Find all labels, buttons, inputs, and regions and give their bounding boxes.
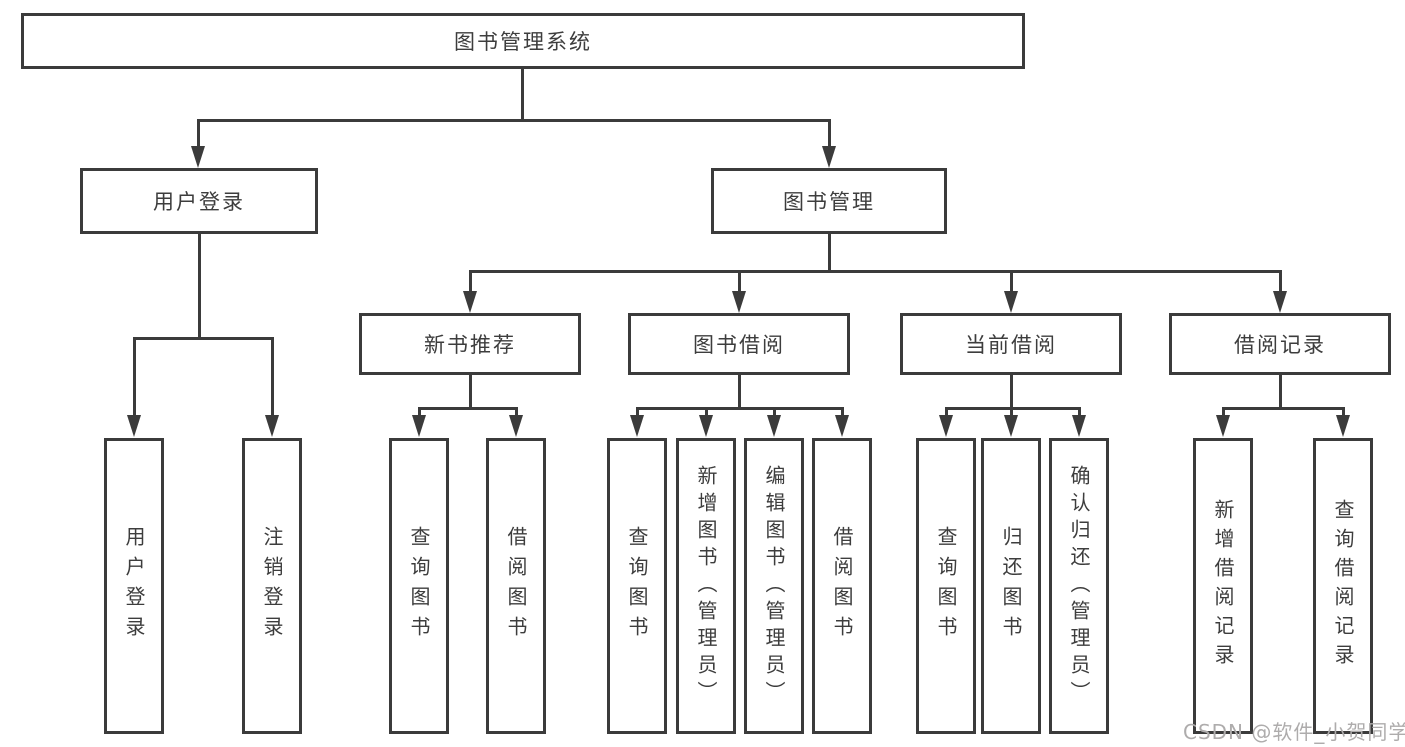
node-new-book-recommend-label: 新书推荐 [424,333,516,357]
connector-borrow-drop-4 [841,407,844,417]
leaf-borrow-book-2-label: 借阅图书 [830,526,854,646]
leaf-query-borrow-record-label: 查询借阅记录 [1331,499,1355,673]
arrowhead-to-records [1273,291,1287,313]
leaf-borrow-book-1: 借阅图书 [486,438,546,734]
leaf-query-book-1-label: 查询图书 [407,526,431,646]
connector-current-drop-2 [1010,407,1013,417]
arrowhead-leaf-logout [265,415,279,437]
leaf-user-login: 用户登录 [104,438,164,734]
node-root: 图书管理系统 [21,13,1025,69]
leaf-borrow-book-2: 借阅图书 [812,438,872,734]
arrowhead-newbook-leaf-2 [509,415,523,437]
connector-newbook-drop-1 [418,407,421,417]
connector-userlogin-rail [133,337,274,340]
arrowhead-borrow-leaf-3 [767,415,781,437]
connector-root-drop-left [197,119,200,147]
leaf-edit-book-admin: 编辑图书（管理员） [744,438,804,734]
connector-records-drop-1 [1222,407,1225,417]
connector-userlogin-stem [198,234,201,337]
connector-records-drop-2 [1342,407,1345,417]
connector-borrow-drop-1 [636,407,639,417]
node-book-borrow-label: 图书借阅 [693,333,785,357]
arrowhead-to-borrow [732,291,746,313]
arrowhead-records-leaf-1 [1216,415,1230,437]
leaf-confirm-return-admin-label: 确认归还（管理员） [1067,464,1091,708]
leaf-edit-book-admin-label: 编辑图书（管理员） [762,464,786,708]
connector-newbook-stem [469,375,472,407]
connector-root-stem [521,69,524,119]
leaf-logout: 注销登录 [242,438,302,734]
connector-bookmgmt-drop-2 [738,270,741,291]
leaf-query-borrow-record: 查询借阅记录 [1313,438,1373,734]
arrowhead-to-current [1004,291,1018,313]
arrowhead-to-newbook [463,291,477,313]
arrowhead-records-leaf-2 [1336,415,1350,437]
arrowhead-borrow-leaf-2 [699,415,713,437]
connector-current-drop-3 [1078,407,1081,417]
arrowhead-borrow-leaf-1 [630,415,644,437]
connector-bookmgmt-stem [828,234,831,270]
arrowhead-current-leaf-3 [1072,415,1086,437]
leaf-add-borrow-record-label: 新增借阅记录 [1211,499,1235,673]
node-user-login-label: 用户登录 [153,190,245,214]
node-current-borrow: 当前借阅 [900,313,1122,375]
connector-borrow-rail [636,407,843,410]
node-new-book-recommend: 新书推荐 [359,313,581,375]
leaf-user-login-label: 用户登录 [122,526,146,646]
leaf-borrow-book-1-label: 借阅图书 [504,526,528,646]
connector-bookmgmt-rail [469,270,1282,273]
connector-borrow-drop-2 [705,407,708,417]
leaf-query-book-3: 查询图书 [916,438,976,734]
connector-current-drop-1 [945,407,948,417]
leaf-add-book-admin: 新增图书（管理员） [676,438,736,734]
leaf-confirm-return-admin: 确认归还（管理员） [1049,438,1109,734]
node-borrow-records: 借阅记录 [1169,313,1391,375]
connector-userlogin-drop-1 [133,337,136,415]
connector-bookmgmt-drop-1 [469,270,472,291]
connector-newbook-drop-2 [515,407,518,417]
connector-newbook-rail [418,407,518,410]
leaf-query-book-2: 查询图书 [607,438,667,734]
connector-records-rail [1222,407,1344,410]
leaf-query-book-3-label: 查询图书 [934,526,958,646]
leaf-logout-label: 注销登录 [260,526,284,646]
node-user-login: 用户登录 [80,168,318,234]
connector-bookmgmt-drop-4 [1279,270,1282,291]
arrowhead-to-book-mgmt [822,146,836,168]
connector-root-drop-right [828,119,831,147]
connector-borrow-stem [738,375,741,407]
node-borrow-records-label: 借阅记录 [1234,333,1326,357]
node-book-borrow: 图书借阅 [628,313,850,375]
leaf-return-book-label: 归还图书 [999,526,1023,646]
connector-records-stem [1279,375,1282,407]
arrowhead-leaf-login [127,415,141,437]
csdn-watermark: CSDN @软件_小贺同学 [1183,720,1405,744]
arrowhead-to-user-login [191,146,205,168]
leaf-return-book: 归还图书 [981,438,1041,734]
connector-root-rail [197,119,831,122]
leaf-query-book-2-label: 查询图书 [625,526,649,646]
leaf-add-book-admin-label: 新增图书（管理员） [694,464,718,708]
node-book-mgmt: 图书管理 [711,168,947,234]
node-current-borrow-label: 当前借阅 [965,333,1057,357]
leaf-add-borrow-record: 新增借阅记录 [1193,438,1253,734]
arrowhead-current-leaf-1 [939,415,953,437]
node-root-label: 图书管理系统 [454,30,592,54]
connector-userlogin-drop-2 [271,337,274,415]
connector-bookmgmt-drop-3 [1010,270,1013,291]
arrowhead-borrow-leaf-4 [835,415,849,437]
node-book-mgmt-label: 图书管理 [783,190,875,214]
leaf-query-book-1: 查询图书 [389,438,449,734]
connector-current-stem [1010,375,1013,407]
connector-borrow-drop-3 [773,407,776,417]
arrowhead-current-leaf-2 [1004,415,1018,437]
arrowhead-newbook-leaf-1 [412,415,426,437]
